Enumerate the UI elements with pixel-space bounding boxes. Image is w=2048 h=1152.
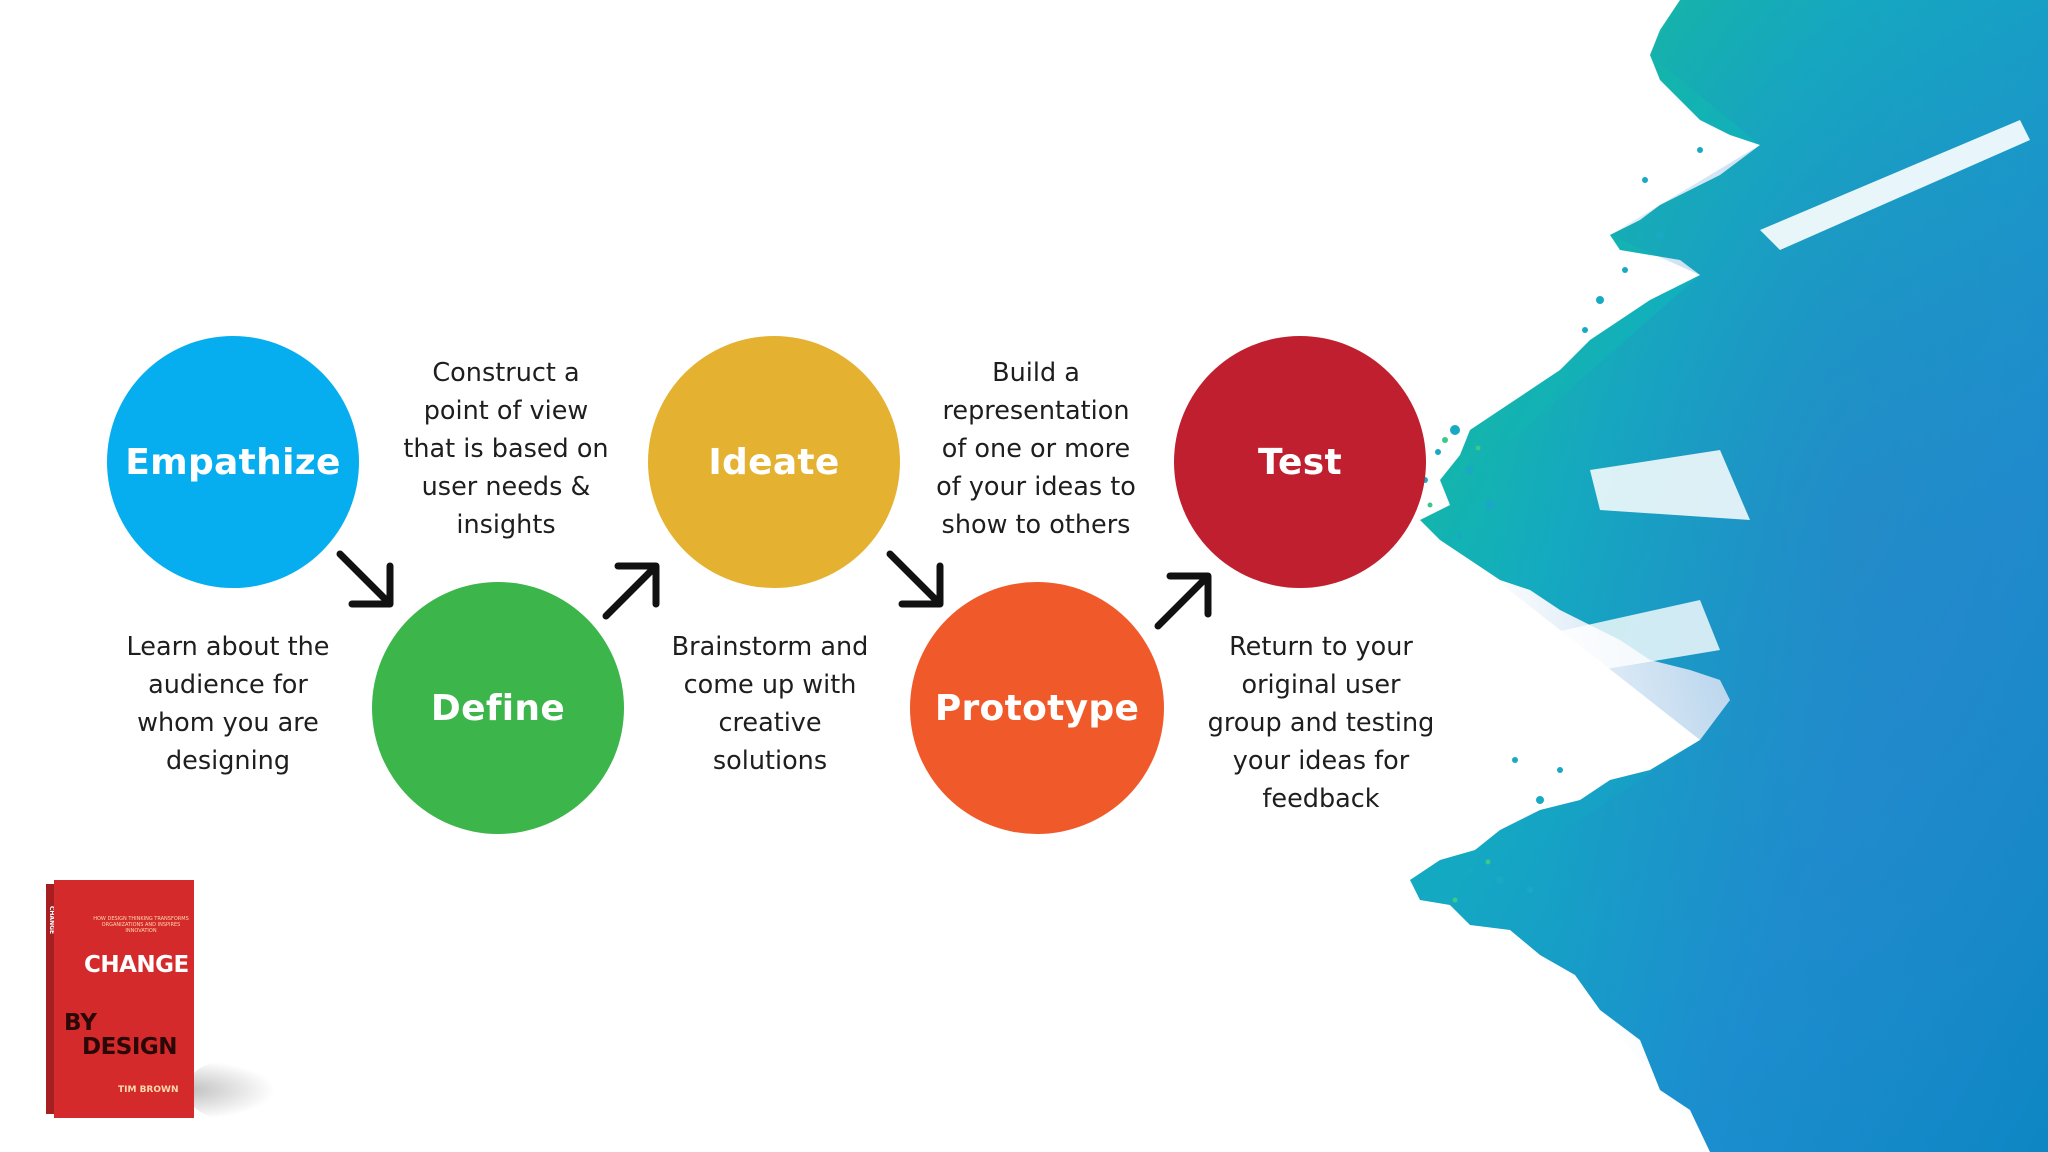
book-author: TIM BROWN (118, 1085, 178, 1095)
description-line: of one or more (916, 430, 1156, 468)
description-line: feedback (1201, 780, 1441, 818)
step-label-ideate: Ideate (708, 442, 839, 483)
description-line: Learn about the (108, 628, 348, 666)
step-circle-empathize: Empathize (107, 336, 359, 588)
book-subtitle: HOW DESIGN THINKING TRANSFORMS ORGANIZAT… (92, 916, 190, 934)
description-line: insights (386, 506, 626, 544)
arrow-up-right-icon (1150, 564, 1220, 634)
description-line: solutions (650, 742, 890, 780)
description-line: Build a (916, 354, 1156, 392)
book-title-by: BY (64, 1010, 97, 1036)
description-line: group and testing (1201, 704, 1441, 742)
step-label-empathize: Empathize (125, 442, 340, 483)
description-line: Return to your (1201, 628, 1441, 666)
description-line: Brainstorm and (650, 628, 890, 666)
description-line: audience for (108, 666, 348, 704)
description-line: your ideas for (1201, 742, 1441, 780)
book-cover-image: CHANGE HOW DESIGN THINKING TRANSFORMS OR… (46, 870, 276, 1130)
description-line: show to others (916, 506, 1156, 544)
step-description-ideate: Brainstorm and come up with creative sol… (650, 628, 890, 780)
step-circle-ideate: Ideate (648, 336, 900, 588)
description-line: representation (916, 392, 1156, 430)
description-line: designing (108, 742, 348, 780)
description-line: that is based on (386, 430, 626, 468)
arrow-down-right-icon (882, 546, 952, 616)
step-description-test: Return to your original user group and t… (1201, 628, 1441, 818)
arrow-down-right-icon (332, 546, 402, 616)
book-title-change: CHANGE (84, 952, 189, 978)
step-description-prototype: Build a representation of one or more of… (916, 354, 1156, 544)
description-line: whom you are (108, 704, 348, 742)
step-label-define: Define (431, 688, 565, 729)
step-description-empathize: Learn about the audience for whom you ar… (108, 628, 348, 780)
description-line: original user (1201, 666, 1441, 704)
book-shadow (186, 1060, 276, 1120)
arrow-up-right-icon (598, 554, 668, 624)
step-circle-define: Define (372, 582, 624, 834)
book-front-cover: HOW DESIGN THINKING TRANSFORMS ORGANIZAT… (54, 880, 194, 1118)
description-line: creative (650, 704, 890, 742)
description-line: Construct a (386, 354, 626, 392)
step-circle-prototype: Prototype (910, 582, 1164, 834)
step-label-test: Test (1258, 442, 1342, 483)
step-label-prototype: Prototype (935, 688, 1139, 729)
description-line: point of view (386, 392, 626, 430)
step-circle-test: Test (1174, 336, 1426, 588)
description-line: come up with (650, 666, 890, 704)
description-line: user needs & (386, 468, 626, 506)
step-description-define: Construct a point of view that is based … (386, 354, 626, 544)
description-line: of your ideas to (916, 468, 1156, 506)
book-title-design: DESIGN (82, 1034, 177, 1060)
